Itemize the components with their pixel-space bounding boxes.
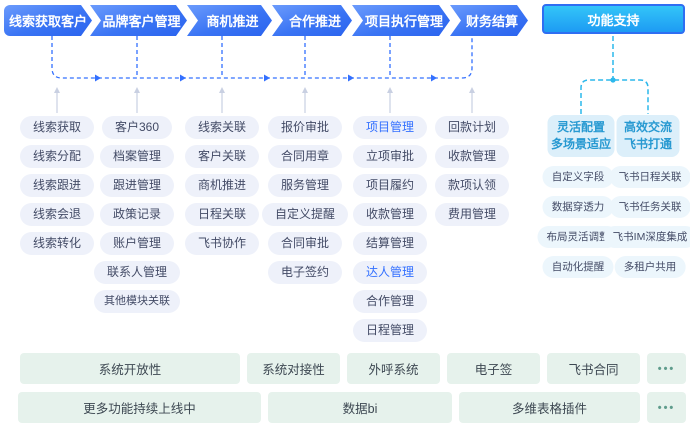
module-pill: 费用管理 [434, 203, 510, 226]
support-button: 功能支持 [542, 4, 685, 34]
support-header-feishu-connect: 高效交流 飞书打通 [616, 115, 680, 157]
support-column-feishu: 飞书日程关联 飞书任务关联 飞书IM深度集成 多租户共用 [603, 166, 690, 278]
module-pill: 收款管理 [352, 203, 428, 226]
flow-step-brand-customer: 品牌客户管理 [90, 5, 187, 36]
module-pill: 项目履约 [352, 174, 428, 197]
support-column-flexible: 自定义字段 数据穿透力 布局灵活调整 自动化提醒 [537, 166, 619, 278]
module-pill: 电子签约 [267, 261, 343, 284]
module-pill: 飞书协作 [184, 232, 260, 255]
bus-arrow-right-icon [180, 74, 186, 82]
flow-step-finance: 财务结算 [450, 5, 528, 36]
module-pill: 结算管理 [352, 232, 428, 255]
support-branch-line [580, 79, 649, 114]
support-pill: 飞书日程关联 [609, 166, 690, 188]
module-pill: 自定义提醒 [261, 203, 349, 226]
module-pill: 账户管理 [99, 232, 175, 255]
support-pill: 飞书任务关联 [609, 196, 690, 218]
support-header-line: 多场景适应 [551, 137, 612, 151]
column-finance: 回款计划 收款管理 款项认领 费用管理 [434, 116, 510, 226]
bus-arrow-right-icon [348, 74, 354, 82]
module-pill: 联系人管理 [93, 261, 181, 284]
flow-step-lead-acquisition: 线索获取客户 [4, 5, 92, 36]
bottom-box-system-docking: 系统对接性 [247, 353, 340, 384]
module-pill: 档案管理 [99, 145, 175, 168]
support-header-flexible-config: 灵活配置 多场景适应 [547, 115, 615, 157]
support-pill: 自定义字段 [542, 166, 614, 188]
module-pill: 线索关联 [184, 116, 260, 139]
bottom-box-multidim-table-plugin: 多维表格插件 [459, 392, 640, 423]
flow-step-project-execution: 项目执行管理 [352, 5, 450, 36]
column-drop-lines [56, 93, 473, 113]
support-pill: 飞书IM深度集成 [603, 226, 690, 248]
support-header-line: 灵活配置 [556, 120, 605, 134]
flow-step-opportunity: 商机推进 [187, 5, 272, 36]
module-pill: 合同用章 [267, 145, 343, 168]
bottom-box-esign: 电子签 [447, 353, 540, 384]
bus-arrow-right-icon [264, 74, 270, 82]
bottom-box-more: ••• [647, 392, 686, 423]
module-pill: 回款计划 [434, 116, 510, 139]
module-pill: 线索获取 [19, 116, 95, 139]
support-junction-dot [610, 77, 616, 83]
module-pill: 日程关联 [184, 203, 260, 226]
module-pill: 跟进管理 [99, 174, 175, 197]
module-pill: 服务管理 [267, 174, 343, 197]
module-pill: 线索跟进 [19, 174, 95, 197]
support-pill: 布局灵活调整 [537, 226, 619, 248]
bottom-box-data-bi: 数据bi [268, 392, 452, 423]
bottom-box-system-openness: 系统开放性 [20, 353, 240, 384]
module-pill-highlighted: 项目管理 [352, 116, 428, 139]
module-pill: 合作管理 [352, 290, 428, 313]
module-pill: 立项审批 [352, 145, 428, 168]
module-pill: 收款管理 [434, 145, 510, 168]
bottom-box-more-features: 更多功能持续上线中 [18, 392, 261, 423]
bottom-box-feishu-contract: 飞书合同 [547, 353, 640, 384]
column-opportunity: 线索关联 客户关联 商机推进 日程关联 飞书协作 [184, 116, 260, 255]
flow-bus-line [51, 36, 473, 79]
module-pill: 线索分配 [19, 145, 95, 168]
module-pill-highlighted: 达人管理 [352, 261, 428, 284]
module-pill: 合同审批 [267, 232, 343, 255]
flow-step-cooperation: 合作推进 [272, 5, 352, 36]
module-pill: 客户关联 [184, 145, 260, 168]
module-pill: 其他模块关联 [93, 290, 180, 313]
bottom-box-outbound-call: 外呼系统 [347, 353, 440, 384]
support-pill: 多租户共用 [614, 256, 686, 278]
module-pill: 日程管理 [352, 319, 428, 342]
module-pill: 政策记录 [99, 203, 175, 226]
module-pill: 线索会退 [19, 203, 95, 226]
support-header-line: 飞书打通 [623, 137, 672, 151]
bottom-box-more: ••• [647, 353, 686, 384]
support-pill: 自动化提醒 [542, 256, 614, 278]
support-header-line: 高效交流 [623, 120, 672, 134]
bus-arrow-right-icon [95, 74, 101, 82]
module-pill: 报价审批 [267, 116, 343, 139]
module-pill: 线索转化 [19, 232, 95, 255]
support-pill: 数据穿透力 [542, 196, 614, 218]
column-lead: 线索获取 线索分配 线索跟进 线索会退 线索转化 [19, 116, 95, 255]
module-pill: 款项认领 [434, 174, 510, 197]
module-pill: 商机推进 [184, 174, 260, 197]
column-cooperation: 报价审批 合同用章 服务管理 自定义提醒 合同审批 电子签约 [261, 116, 349, 284]
column-customer: 客户360 档案管理 跟进管理 政策记录 账户管理 联系人管理 其他模块关联 [93, 116, 181, 313]
column-drop-arrow-icons [54, 87, 475, 93]
bus-arrow-right-icon [431, 74, 437, 82]
column-project: 项目管理 立项审批 项目履约 收款管理 结算管理 达人管理 合作管理 日程管理 [352, 116, 428, 342]
module-pill: 客户360 [101, 116, 173, 139]
